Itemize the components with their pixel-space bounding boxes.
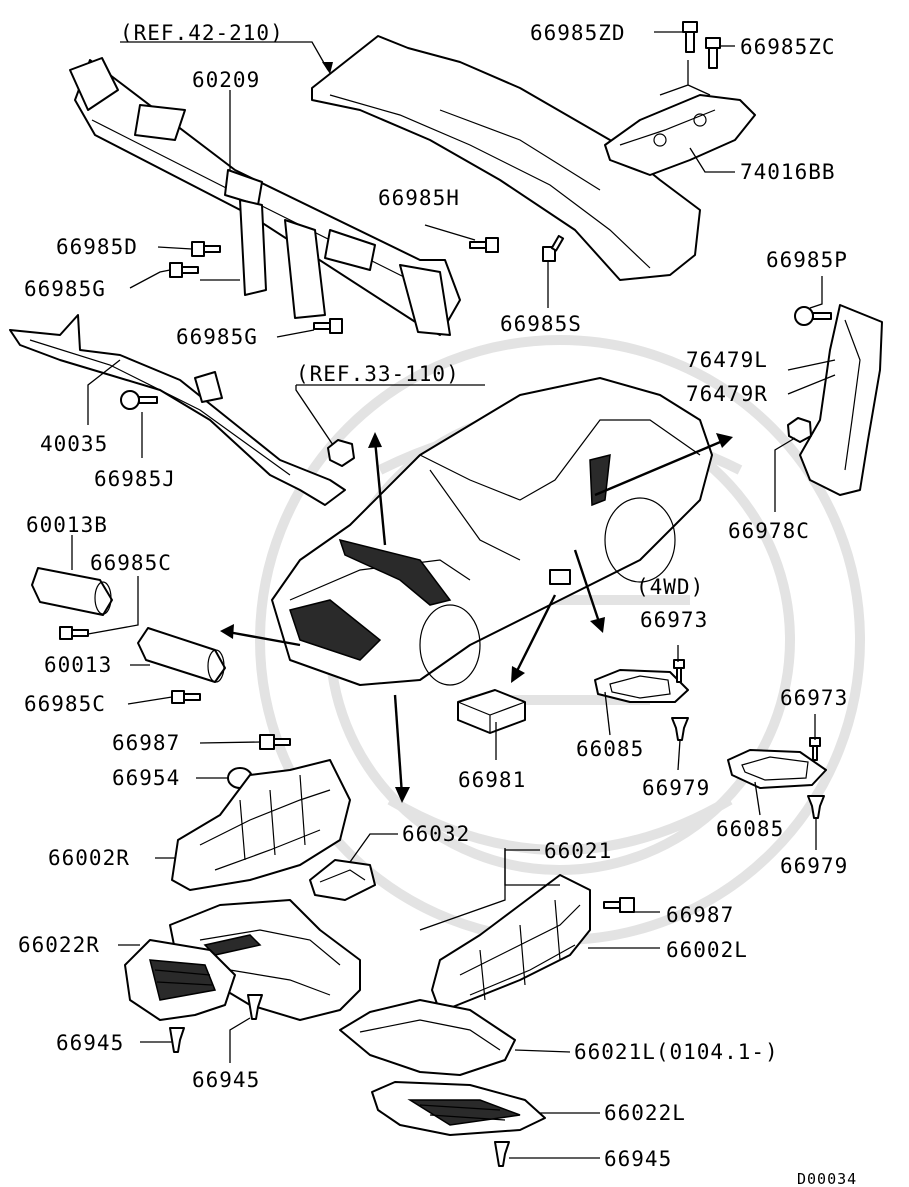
cover-66022L <box>371 1081 546 1136</box>
label-66979-upper: 66979 <box>642 776 710 800</box>
label-ref-42-210: (REF.42-210) <box>120 21 284 45</box>
bolt-66985C-upper <box>59 626 89 640</box>
label-60209: 60209 <box>192 68 260 92</box>
label-66985P: 66985P <box>766 248 848 272</box>
steering-support-bar <box>9 314 346 506</box>
part-60013 <box>137 627 226 683</box>
clip-66945-a <box>169 1027 185 1053</box>
label-76479L: 76479L <box>686 348 768 372</box>
bolt-66985D <box>191 241 221 257</box>
label-66985S: 66985S <box>500 312 582 336</box>
label-66985H: 66985H <box>378 186 460 210</box>
label-66032: 66032 <box>402 822 470 846</box>
label-66085-upper: 66085 <box>576 737 644 761</box>
label-66985J: 66985J <box>94 467 176 491</box>
box-66981 <box>457 689 526 734</box>
label-66985G-lower: 66985G <box>176 325 258 349</box>
bolt-66985ZC <box>705 37 721 69</box>
label-66979-lower: 66979 <box>780 854 848 878</box>
label-66021L: 66021L(0104.1-) <box>574 1040 779 1064</box>
undercover-66021L <box>339 999 516 1076</box>
label-66085-lower: 66085 <box>716 817 784 841</box>
label-66987-upper: 66987 <box>112 731 180 755</box>
label-66945-bottom: 66945 <box>604 1147 672 1171</box>
bolt-66985S <box>542 234 565 262</box>
part-60013B <box>31 567 113 616</box>
label-66954: 66954 <box>112 766 180 790</box>
label-40035: 40035 <box>40 432 108 456</box>
label-60013: 60013 <box>44 653 112 677</box>
label-66985ZC: 66985ZC <box>740 35 836 59</box>
nut-66978C <box>787 417 812 443</box>
bolt-66985H <box>469 237 499 253</box>
label-66985C-lower: 66985C <box>24 692 106 716</box>
bolt-66985C-lower <box>171 690 201 704</box>
clip-66945-c <box>494 1141 510 1167</box>
label-66022L: 66022L <box>604 1101 686 1125</box>
bolt-66987-lower <box>603 897 635 913</box>
label-66985ZD: 66985ZD <box>530 21 626 45</box>
label-66002R: 66002R <box>48 846 130 870</box>
bolt-66985J <box>120 390 158 410</box>
label-66973-upper: 66973 <box>640 608 708 632</box>
label-66945-middle: 66945 <box>192 1068 260 1092</box>
pointer-arrows <box>220 432 733 803</box>
cover-66085-lower <box>727 749 827 789</box>
leader-lines <box>71 31 836 1159</box>
dash-reinforcement-bar <box>69 57 461 336</box>
label-66945-left: 66945 <box>56 1031 124 1055</box>
label-66985D: 66985D <box>56 235 138 259</box>
screw-66973-b <box>809 737 821 761</box>
label-66987-lower: 66987 <box>666 903 734 927</box>
label-66002L: 66002L <box>666 938 748 962</box>
label-66978C: 66978C <box>728 519 810 543</box>
cowl-panel <box>311 35 701 281</box>
label-66973-lower: 66973 <box>780 686 848 710</box>
diagram-code: D00034 <box>797 1170 857 1187</box>
label-66985G-upper: 66985G <box>24 277 106 301</box>
bolt-66987-upper <box>259 734 291 750</box>
clip-66979-a <box>671 717 689 741</box>
bolt-66985ZD <box>682 21 698 53</box>
label-60013B: 60013B <box>26 513 108 537</box>
bracket-74016BB <box>604 94 756 176</box>
cover-66032 <box>309 859 376 901</box>
clip-66979-b <box>807 795 825 819</box>
cover-66022R <box>124 939 236 1021</box>
label-ref-33-110: (REF.33-110) <box>296 362 460 386</box>
splash-shield-66002L <box>431 874 591 1013</box>
cover-66085-upper <box>594 669 689 703</box>
bolt-66985P <box>794 306 832 326</box>
bracket-76479 <box>799 304 883 496</box>
clip-66945-b <box>247 994 263 1020</box>
label-76479R: 76479R <box>686 382 768 406</box>
label-66981: 66981 <box>458 768 526 792</box>
label-74016BB: 74016BB <box>740 160 836 184</box>
label-4wd-note: (4WD) <box>636 575 704 599</box>
label-66985C-upper: 66985C <box>90 551 172 575</box>
label-66022R: 66022R <box>18 933 100 957</box>
car-body-outline <box>271 377 713 686</box>
splash-shield-66002R <box>171 759 351 891</box>
screw-66973-a <box>673 659 685 683</box>
label-66021: 66021 <box>544 839 612 863</box>
part-labels: (REF.42-210) 60209 66985ZD 66985ZC 74016… <box>18 21 857 1187</box>
nut-ref-33-110 <box>327 439 355 467</box>
small-box <box>549 569 571 585</box>
bolt-66985G-lower <box>313 318 343 334</box>
bolt-66985G-upper <box>169 262 199 278</box>
